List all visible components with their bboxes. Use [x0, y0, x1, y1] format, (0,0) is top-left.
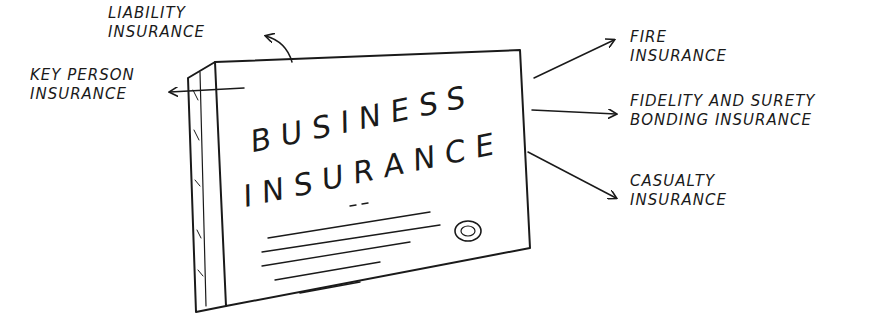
- insurance-type-label: FIDELITY AND SURETY BONDING INSURANCE: [630, 92, 820, 130]
- booklet-cover: [215, 50, 530, 306]
- seal: [455, 221, 481, 241]
- leader-arrow: [170, 88, 244, 92]
- page-marks: [193, 90, 203, 276]
- page-edge: [200, 72, 206, 306]
- insurance-type-label: FIRE INSURANCE: [630, 28, 740, 66]
- insurance-type-label: LIABILITY INSURANCE: [108, 4, 228, 42]
- leader-arrow: [266, 36, 292, 62]
- insurance-type-label: CASUALTY INSURANCE: [630, 172, 760, 210]
- leader-arrow: [528, 152, 616, 198]
- seal-inner: [461, 226, 475, 236]
- leader-arrow: [534, 40, 614, 78]
- leader-arrow: [532, 110, 616, 114]
- cover-dashes: [350, 203, 368, 206]
- insurance-type-label: KEY PERSON INSURANCE: [30, 66, 160, 104]
- cover-text-lines: [262, 212, 440, 293]
